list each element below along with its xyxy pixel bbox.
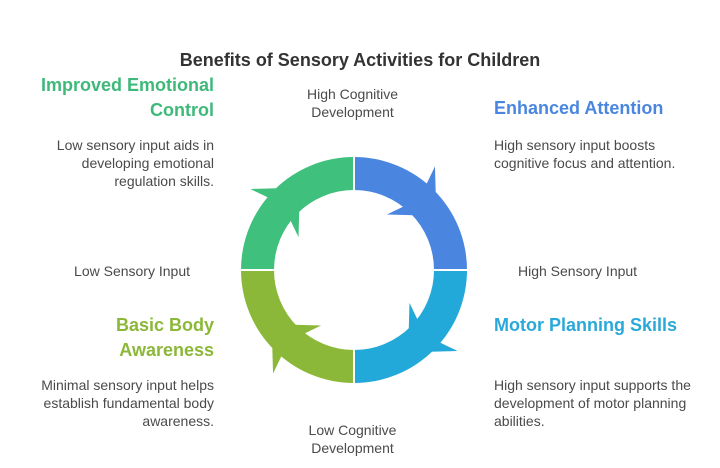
cycle-segment-body-awareness xyxy=(241,270,354,383)
quadrant-description-emotional-control: Low sensory input aids in developing emo… xyxy=(56,137,214,189)
cycle-segment-emotional-control xyxy=(241,157,354,270)
cycle-segment-enhanced-attention-arrow xyxy=(386,166,437,216)
quadrant-heading-body-awareness: Basic Body Awareness xyxy=(115,315,214,360)
axis-label-left: Low Sensory Input xyxy=(74,263,190,279)
cycle-segment-motor-planning xyxy=(354,270,467,383)
quadrant-heading-enhanced-attention: Enhanced Attention xyxy=(494,98,664,118)
quadrant-description-motor-planning: High sensory input supports the developm… xyxy=(494,377,691,429)
quadrant-description-body-awareness: Minimal sensory input helps establish fu… xyxy=(41,377,214,429)
cycle-segment-enhanced-attention xyxy=(354,157,467,270)
cycle-segment-emotional-control-arrow xyxy=(250,187,300,238)
axis-label-bottom: Low Cognitive Development xyxy=(308,422,397,456)
quadrant-heading-emotional-control: Improved Emotional Control xyxy=(40,75,214,120)
quadrant-heading-motor-planning: Motor Planning Skills xyxy=(494,315,678,335)
quadrant-description-enhanced-attention: High sensory input boosts cognitive focu… xyxy=(494,137,676,171)
axis-label-right: High Sensory Input xyxy=(518,263,638,279)
cycle-segment-motor-planning-arrow xyxy=(408,302,458,353)
axis-label-top: High Cognitive Development xyxy=(306,86,399,120)
cycle-segment-body-awareness-arrow xyxy=(271,324,322,374)
diagram-title: Benefits of Sensory Activities for Child… xyxy=(179,50,541,70)
